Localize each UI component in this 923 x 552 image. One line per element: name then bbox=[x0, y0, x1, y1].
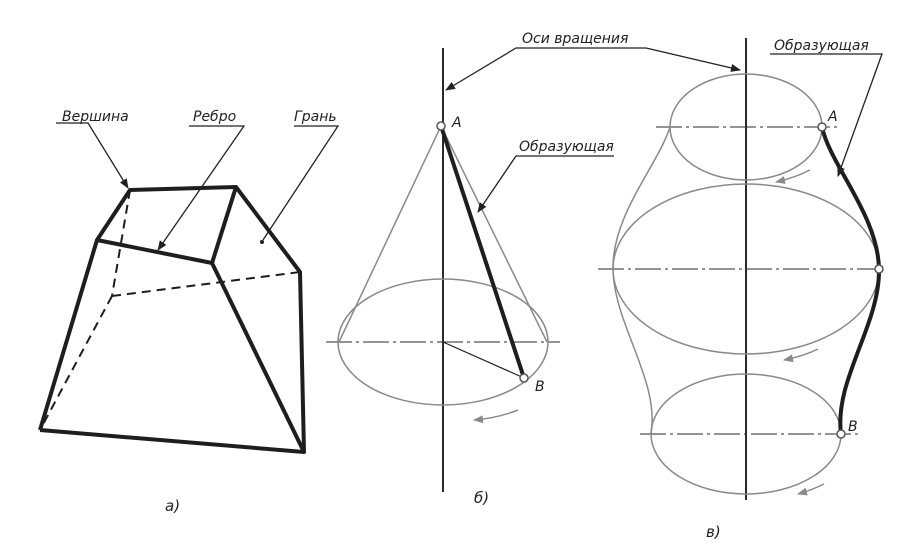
label-generatrix-b: Образующая bbox=[519, 139, 614, 155]
figure-b-cone: A B Образующая б) bbox=[326, 48, 614, 507]
polyhedron-edge bbox=[210, 186, 238, 264]
caption-c: в) bbox=[706, 523, 721, 541]
caption-a: а) bbox=[165, 497, 180, 515]
cone-contour-right bbox=[440, 125, 548, 343]
leader-axis-c bbox=[645, 47, 741, 72]
label-vertex: Вершина bbox=[62, 109, 129, 125]
cone-label-a: A bbox=[451, 115, 462, 131]
cone-radius bbox=[442, 341, 525, 379]
leader-generatrix-b bbox=[477, 155, 614, 213]
surface-rotation-arrow-bottom bbox=[797, 483, 825, 496]
leader-face bbox=[262, 125, 340, 241]
leader-vertex bbox=[56, 122, 129, 189]
cone-label-b: B bbox=[535, 379, 545, 395]
polyhedron-edge bbox=[96, 238, 213, 265]
label-face: Грань bbox=[294, 109, 337, 125]
polyhedron-hidden-edge bbox=[111, 189, 131, 297]
cone-point-a bbox=[436, 121, 446, 131]
leader-axis-b bbox=[445, 47, 646, 91]
cone-rotation-arrow bbox=[473, 409, 519, 424]
cone-base-ellipse bbox=[337, 278, 549, 406]
surface-point-a bbox=[817, 122, 827, 132]
cone-generatrix bbox=[439, 125, 526, 379]
label-axes-of-rotation: Оси вращения bbox=[522, 31, 628, 47]
surface-rotation-arrow-top bbox=[775, 169, 811, 184]
surface-rotation-arrow-middle bbox=[783, 348, 819, 363]
leader-generatrix-c bbox=[770, 53, 883, 177]
surface-left-meridian bbox=[612, 126, 671, 435]
cone-point-b bbox=[519, 373, 529, 383]
polyhedron-visible-edges bbox=[38, 185, 306, 454]
polyhedron-hidden-edge bbox=[39, 295, 113, 431]
label-edge: Ребро bbox=[193, 109, 236, 125]
surface-point-b bbox=[836, 429, 846, 439]
axes-label-group: Оси вращения bbox=[445, 31, 741, 91]
polyhedron-edge bbox=[210, 262, 306, 453]
surface-generatrix bbox=[820, 126, 882, 435]
surface-label-b: B bbox=[848, 419, 858, 435]
cone-contour-left bbox=[338, 125, 442, 343]
polyhedron-hidden-edge bbox=[111, 271, 301, 297]
caption-b: б) bbox=[474, 489, 489, 507]
surface-point-middle bbox=[874, 264, 884, 274]
figure-c-revolution-surface: A B Образующая в) bbox=[598, 38, 884, 541]
leader-edge bbox=[157, 125, 246, 251]
label-generatrix-c: Образующая bbox=[774, 38, 869, 54]
face-dot bbox=[260, 240, 264, 244]
surface-label-a: A bbox=[827, 109, 838, 125]
figure-a-polyhedron: Вершина Ребро Грань а) bbox=[38, 109, 340, 515]
